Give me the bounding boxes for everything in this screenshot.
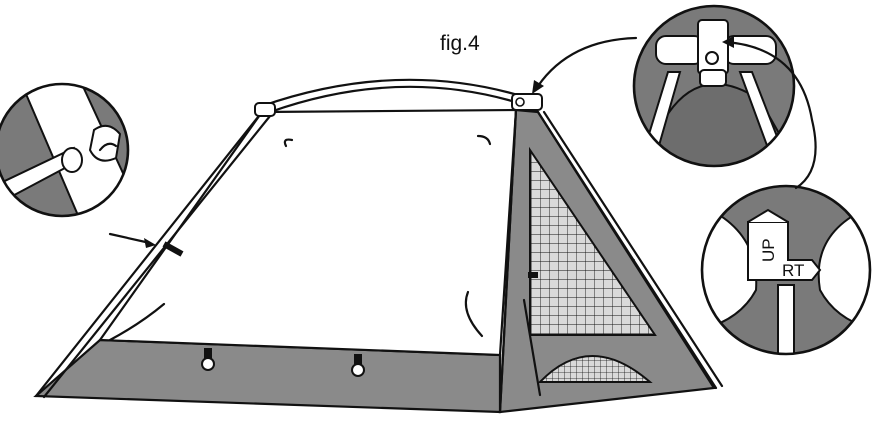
pointer-arrow xyxy=(532,38,636,94)
tent-front-panel xyxy=(100,110,516,355)
tent xyxy=(36,80,722,412)
mesh-window xyxy=(530,150,655,335)
pole-end-cap xyxy=(255,103,275,116)
detail-pole-clip xyxy=(0,80,140,220)
detail-pole-hub xyxy=(630,0,800,170)
up-label: UP xyxy=(759,238,778,262)
pointer-arrow xyxy=(110,234,156,248)
figure-label: fig.4 xyxy=(440,32,480,55)
detail-direction-tag: UP RT xyxy=(700,185,874,365)
rt-label: RT xyxy=(782,261,804,280)
